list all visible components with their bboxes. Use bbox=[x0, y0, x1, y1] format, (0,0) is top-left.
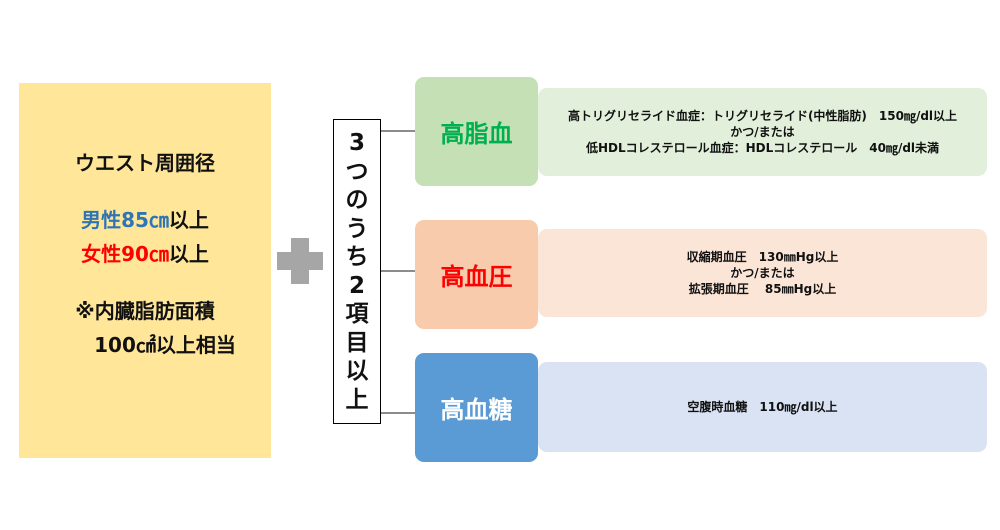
male-suffix: 以上 bbox=[168, 208, 209, 232]
criteria-char: ち bbox=[345, 244, 369, 270]
connector-sugar bbox=[381, 412, 415, 414]
category-hyperlipidemia: 高脂血 bbox=[415, 77, 538, 186]
criteria-char: う bbox=[345, 215, 369, 242]
female-suffix: 以上 bbox=[168, 242, 209, 266]
detail-line: 収縮期血圧 130㎜Hg以上 bbox=[686, 250, 839, 264]
criteria-char: 3 bbox=[348, 130, 365, 156]
detail-line: 高トリグリセライド血症：トリグリセライド(中性脂肪) 150㎎/dl以上 bbox=[567, 109, 958, 123]
visceral-fat-value: 100㎠以上相当 bbox=[94, 333, 236, 357]
criteria-char: 以 bbox=[345, 358, 369, 384]
male-criteria: 男性85㎝以上 bbox=[19, 204, 271, 233]
criteria-char: 項 bbox=[345, 301, 369, 327]
detail-line: 拡張期血圧 85㎜Hg以上 bbox=[688, 282, 837, 296]
criteria-char: つ bbox=[345, 158, 369, 185]
category-hyperglycemia: 高血糖 bbox=[415, 353, 538, 462]
criteria-char: の bbox=[345, 187, 369, 213]
criteria-char: 2 bbox=[348, 272, 365, 299]
connector-lipid bbox=[381, 130, 415, 132]
detail-line: 低HDLコレステロール血症：HDLコレステロール 40㎎/dl未満 bbox=[585, 141, 940, 155]
waist-criteria-box: ウエスト周囲径 男性85㎝以上 女性90㎝以上 ※内臓脂肪面積 100㎠以上相当 bbox=[19, 83, 271, 458]
female-criteria: 女性90㎝以上 bbox=[19, 238, 271, 267]
waist-title: ウエスト周囲径 bbox=[75, 151, 215, 175]
detail-hyperlipidemia: 高トリグリセライド血症：トリグリセライド(中性脂肪) 150㎎/dl以上 かつ/… bbox=[538, 88, 987, 176]
visceral-fat-note: ※内臓脂肪面積 bbox=[75, 299, 215, 323]
male-label: 男性85㎝ bbox=[81, 208, 169, 232]
female-label: 女性90㎝ bbox=[81, 242, 169, 266]
detail-line: かつ/または bbox=[730, 125, 795, 139]
detail-line: かつ/または bbox=[730, 266, 795, 280]
criteria-char: 目 bbox=[345, 329, 369, 356]
detail-hypertension: 収縮期血圧 130㎜Hg以上 かつ/または 拡張期血圧 85㎜Hg以上 bbox=[538, 229, 987, 317]
category-hypertension: 高血圧 bbox=[415, 220, 538, 329]
criteria-char: 上 bbox=[345, 386, 369, 413]
detail-line: 空腹時血糖 110㎎/dl以上 bbox=[687, 400, 838, 414]
plus-icon-horizontal bbox=[277, 252, 323, 270]
detail-hyperglycemia: 空腹時血糖 110㎎/dl以上 bbox=[538, 362, 987, 452]
connector-bp bbox=[381, 270, 415, 272]
